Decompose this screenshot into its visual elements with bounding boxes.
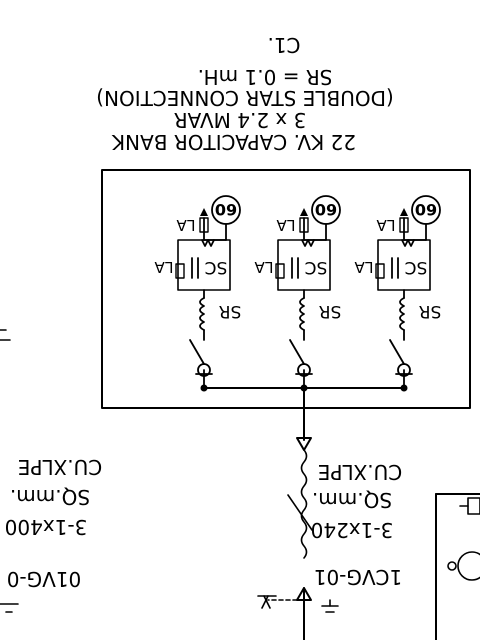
switch-blade (289, 339, 305, 365)
relay-60-circle (411, 195, 441, 225)
arrester-mid-label: LA (354, 258, 374, 276)
relay-60-label: 60 (315, 200, 337, 219)
cable-termination-upper (296, 437, 312, 451)
title-line-4: SR = 0.1 mH. (198, 65, 333, 89)
relay-60-label: 60 (415, 200, 437, 219)
feeder-left-labels: CU.XLPE SQ.mm. 3-1x400 01VG-0 (5, 455, 103, 591)
feeder-right-cable-type: CU.XLPE (318, 460, 403, 484)
shunt-capacitor-label: SC (305, 257, 328, 277)
feeder-right-labels: CU.XLPE SQ.mm. 3-1x240 1CVG-01 (311, 460, 403, 589)
shunt-capacitor-label: SC (405, 257, 428, 277)
rotated-drawing: 22 KV. CAPACITOR BANK 3 x 2.4 MVAR (DOUB… (0, 33, 480, 640)
title-block: 22 KV. CAPACITOR BANK 3 x 2.4 MVAR (DOUB… (96, 33, 394, 154)
arrester-mid-body (275, 263, 285, 279)
series-reactor-coil (399, 297, 405, 331)
arrester-top-body (199, 217, 209, 233)
arrester-mid-label: LA (154, 258, 174, 276)
arrester-top-earth (400, 208, 408, 216)
series-reactor-coil (299, 297, 305, 331)
arrester-top-label: LA (376, 216, 396, 234)
arrester-top-body (399, 217, 409, 233)
arrester-top-label: LA (276, 216, 296, 234)
switch-blade (389, 339, 405, 365)
cable-wavy-section (300, 449, 308, 559)
feeder-left-cable-size-unit: SQ.mm. (10, 485, 90, 509)
left-equipment-stub (0, 329, 19, 613)
feeder-left-vg-id: 01VG-0 (7, 567, 82, 591)
feeder-left-cable-type: CU.XLPE (18, 455, 103, 479)
cable-earth-symbol (257, 595, 339, 613)
arrester-mid-label: LA (254, 258, 274, 276)
arrester-top-earth (300, 208, 308, 216)
series-reactor-label: SR (219, 301, 242, 321)
relay-60-circle (211, 195, 241, 225)
switch-blade (189, 339, 205, 365)
series-reactor-label: SR (319, 301, 342, 321)
feeder-right-vg-id: 1CVG-01 (314, 565, 403, 589)
shunt-capacitor-label: SC (205, 257, 228, 277)
cable-cross-line (287, 494, 313, 531)
arrester-mid-body (375, 263, 385, 279)
arrester-top-earth (200, 208, 208, 216)
relay-60-circle (311, 195, 341, 225)
feeder-right-cable-spec: 3-1x240 (311, 518, 394, 542)
title-line-1: 22 KV. CAPACITOR BANK (111, 130, 356, 154)
title-line-2: 3 x 2.4 MVAR (174, 108, 307, 132)
adjacent-panel (435, 493, 480, 640)
capacitor-bank-enclosure (101, 169, 471, 409)
series-reactor-coil (199, 297, 205, 331)
feeder-left-cable-spec: 3-1x400 (5, 515, 88, 539)
series-reactor-label: SR (419, 301, 442, 321)
title-line-5: C1. (267, 33, 300, 57)
title-line-3: (DOUBLE STAR CONNECTION) (96, 86, 394, 110)
arrester-mid-body (175, 263, 185, 279)
feeder-right-cable-size-unit: SQ.mm. (312, 488, 392, 512)
relay-60-label: 60 (215, 200, 237, 219)
arrester-top-label: LA (176, 216, 196, 234)
arrester-top-body (299, 217, 309, 233)
